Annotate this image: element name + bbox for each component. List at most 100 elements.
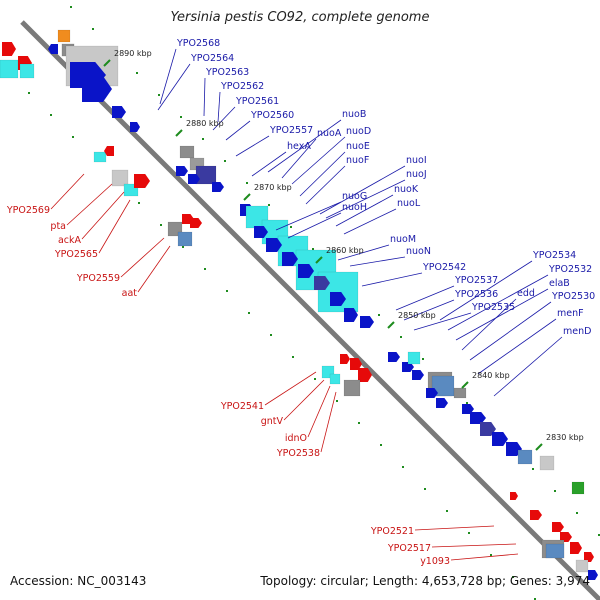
scale-dot (160, 224, 162, 226)
leader-line (307, 385, 331, 438)
gene-label-forward: menF (557, 308, 584, 319)
gene-label-forward: nuoA (317, 128, 342, 139)
leader-line (159, 48, 177, 105)
tick-mark (243, 193, 251, 201)
tick-label: 2890 kbp (114, 49, 152, 58)
leader-line (337, 244, 390, 261)
leader-line (291, 136, 346, 185)
gene-arrow (588, 570, 598, 580)
gene-label-reverse: YPO2569 (6, 205, 50, 216)
gene-arrow (470, 412, 486, 424)
gene-label-forward: hexA (287, 141, 311, 152)
gene-arrow (358, 368, 372, 382)
leader-line (81, 191, 125, 240)
gene-label-reverse: idnO (285, 433, 307, 444)
leader-line (305, 165, 346, 205)
leader-line (225, 120, 251, 141)
gene-arrow (530, 510, 542, 520)
scale-dot (378, 314, 380, 316)
scale-dot (292, 356, 294, 358)
tick-label: 2850 kbp (398, 311, 436, 320)
gene-label-reverse: YPO2559 (76, 273, 120, 284)
scale-dot (246, 182, 248, 184)
gene-label-forward: YPO2560 (250, 110, 294, 121)
gene-arrow (412, 370, 424, 380)
gene-feature (179, 145, 195, 159)
gene-feature (57, 29, 71, 43)
leader-line (477, 318, 557, 375)
leader-line (439, 260, 533, 321)
gene-label-forward: nuoJ (406, 169, 427, 180)
gene-label-reverse: YPO2541 (220, 401, 264, 412)
scale-dot (422, 358, 424, 360)
leader-line (66, 183, 113, 226)
gene-feature (0, 59, 19, 79)
scale-dot (226, 290, 228, 292)
gene-arrow (176, 166, 188, 176)
leader-line (335, 194, 394, 227)
scale-dot (576, 512, 578, 514)
gene-label-forward: YPO2568 (176, 38, 220, 49)
scale-dot (402, 466, 404, 468)
gene-arrow (254, 226, 268, 238)
scale-dot (268, 204, 270, 206)
gene-label-reverse: YPO2517 (387, 543, 431, 554)
gene-feature (575, 559, 589, 573)
leader-line (469, 301, 552, 361)
scale-dot (336, 400, 338, 402)
scale-dot (490, 554, 492, 556)
gene-arrow (314, 276, 330, 290)
leader-line (251, 151, 287, 177)
scale-dot (532, 468, 534, 470)
scale-dot (358, 422, 360, 424)
leader-line (283, 379, 325, 421)
scale-dot (50, 114, 52, 116)
scale-dot (180, 116, 182, 118)
tick-label: 2840 kbp (472, 371, 510, 380)
scale-dot (534, 598, 536, 600)
gene-label-forward: nuoK (394, 184, 419, 195)
map-title: Yersinia pestis CO92, complete genome (170, 10, 430, 25)
tick-mark (461, 381, 469, 389)
leader-line (414, 525, 495, 531)
scale-dot (248, 312, 250, 314)
gene-arrow (134, 174, 150, 188)
scale-dot (598, 534, 600, 536)
leader-line (431, 543, 517, 548)
tick-mark (387, 321, 395, 329)
gene-feature (453, 387, 467, 399)
gene-label-forward: YPO2564 (190, 53, 234, 64)
gene-label-forward: elaB (549, 278, 570, 289)
gene-label-forward: YPO2542 (422, 262, 466, 273)
gene-arrow (360, 316, 374, 328)
scale-dot (512, 576, 514, 578)
gene-feature (329, 373, 341, 385)
gene-label-reverse: YPO2538 (276, 448, 320, 459)
gene-arrow (462, 404, 474, 414)
leader-line (287, 212, 342, 239)
leader-line (461, 298, 517, 351)
scale-dot (92, 28, 94, 30)
leader-line (403, 299, 455, 321)
gene-label-forward: nuoH (342, 202, 367, 213)
gene-arrow (570, 542, 582, 554)
tick-label: 2880 kbp (186, 119, 224, 128)
gene-label-forward: YPO2557 (269, 125, 313, 136)
gene-label-forward: YPO2532 (548, 264, 592, 275)
scale-dot (446, 510, 448, 512)
gene-arrow (82, 76, 112, 102)
gene-arrow (112, 106, 126, 118)
gene-feature (407, 351, 421, 365)
gene-arrow (510, 492, 518, 500)
gene-label-forward: edd (517, 288, 535, 299)
scale-dots (6, 6, 600, 600)
gene-arrow (130, 122, 140, 132)
gene-label-forward: menD (563, 326, 591, 337)
gene-feature (343, 379, 361, 397)
gene-feature (177, 231, 193, 247)
gene-arrow (402, 362, 414, 372)
scale-dot (380, 444, 382, 446)
gene-feature (93, 151, 107, 163)
scale-dot (554, 490, 556, 492)
scale-dot (70, 6, 72, 8)
